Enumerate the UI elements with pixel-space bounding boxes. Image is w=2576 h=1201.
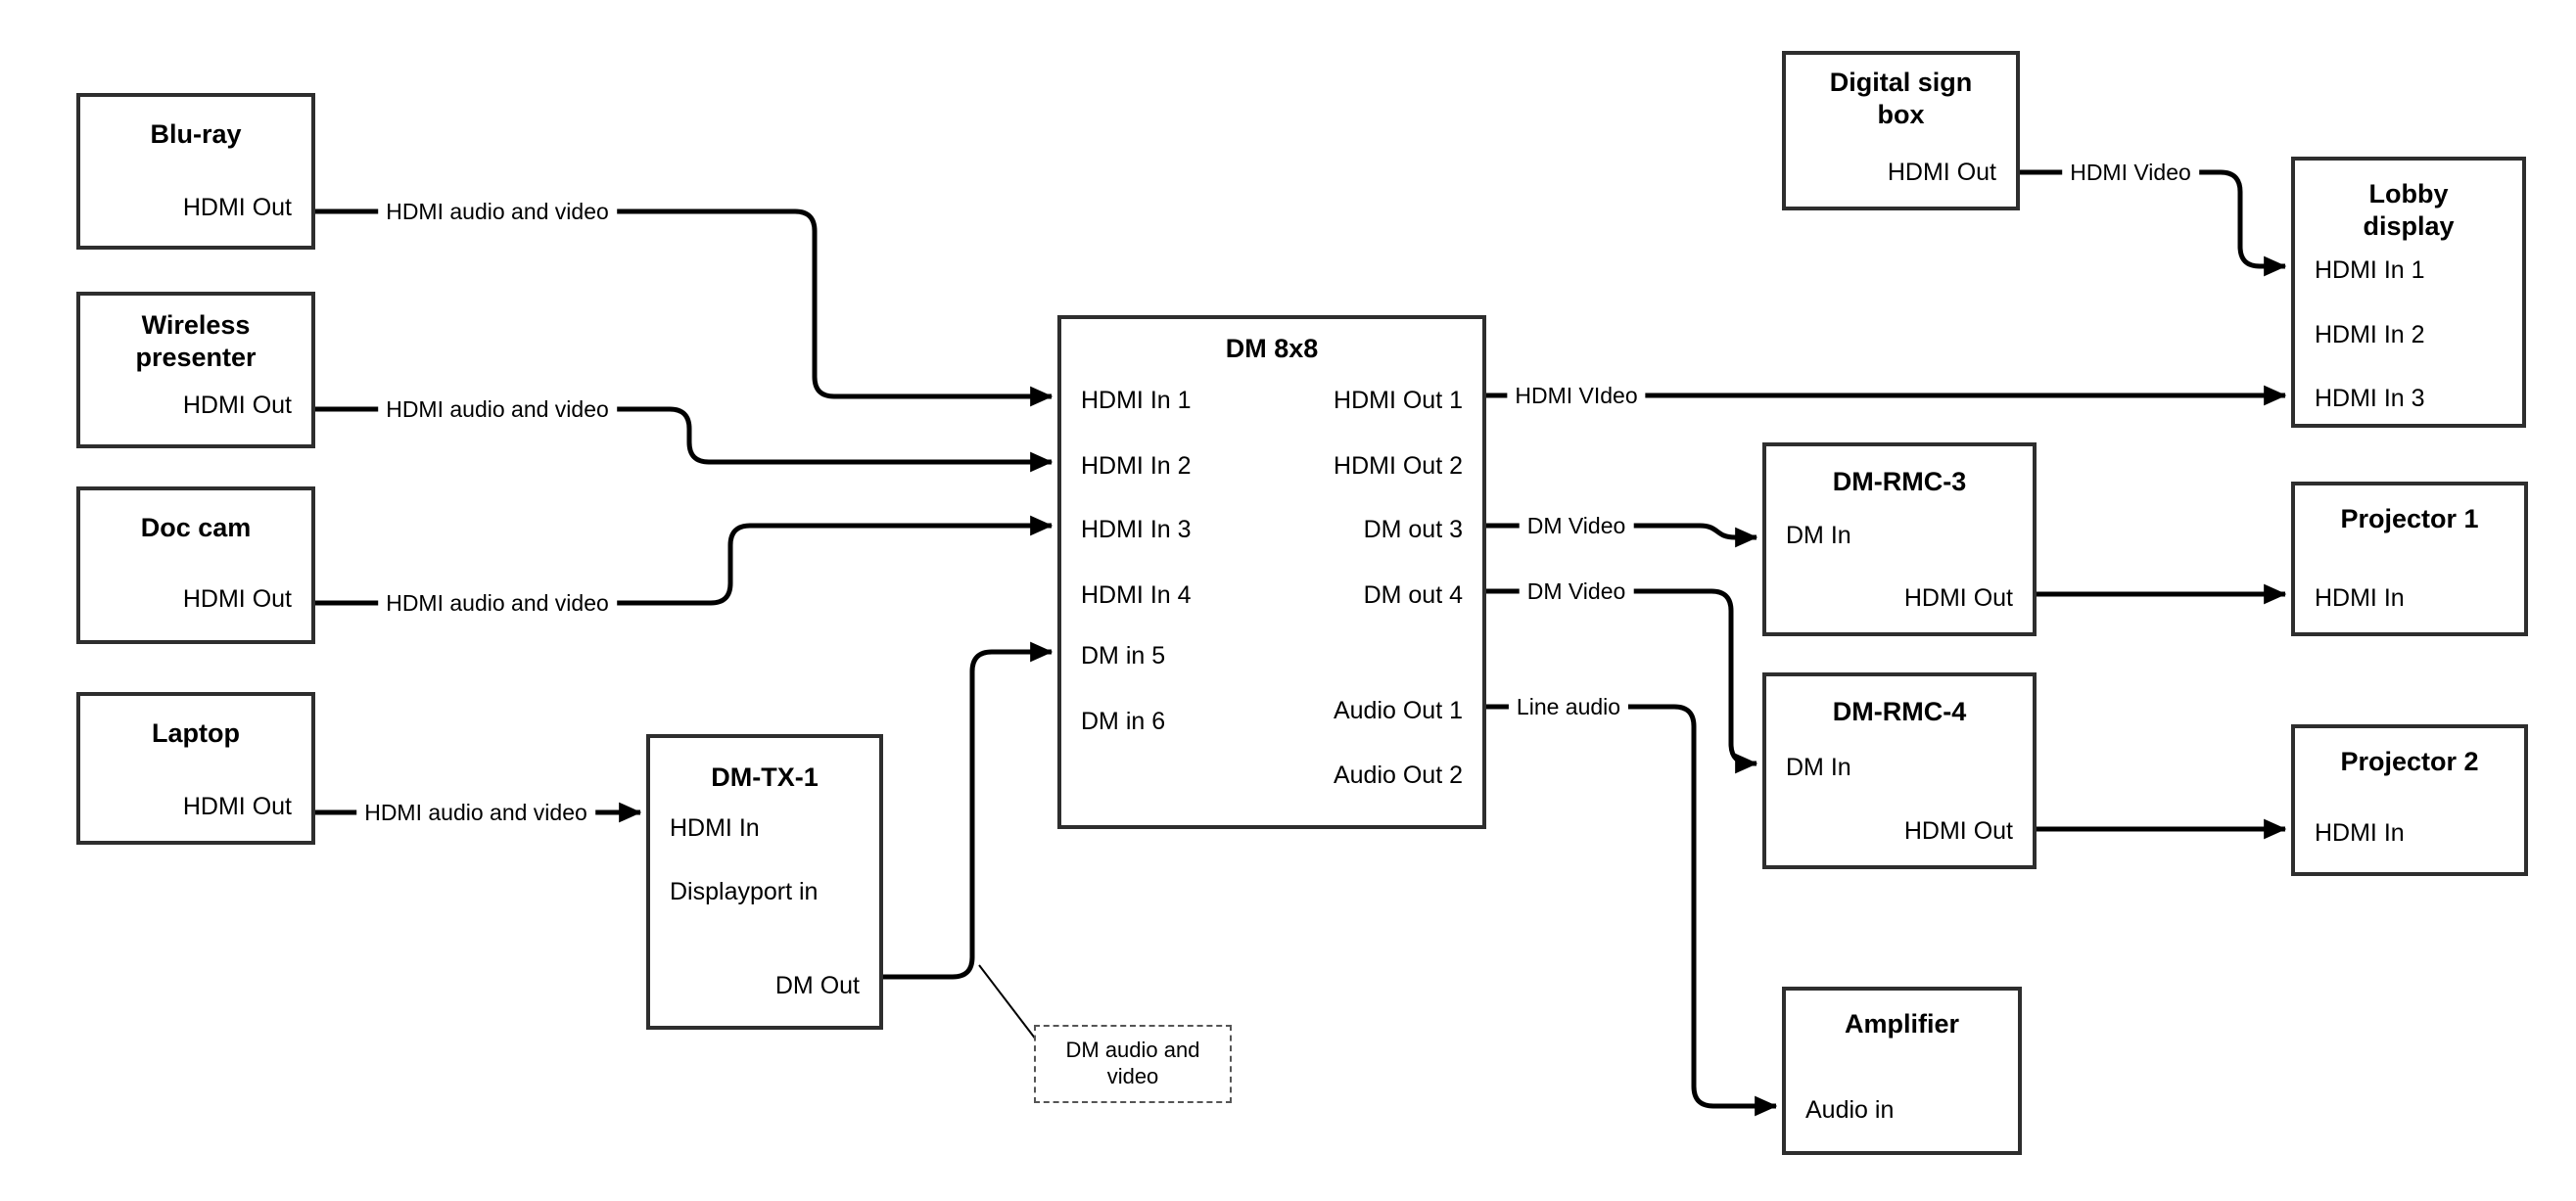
node-laptop: Laptop HDMI Out: [76, 692, 315, 845]
connector-dm8x8-audio1-to-amplifier: [1486, 704, 1778, 1117]
node-dm-rmc-4: DM-RMC-4 DM In HDMI Out: [1762, 672, 2037, 869]
port-hdmi-in-4: HDMI In 4: [1081, 581, 1192, 609]
node-title: Amplifier: [1844, 1009, 1960, 1039]
wire-label-line-audio: Line audio: [1508, 693, 1629, 720]
node-dm-8x8: DM 8x8 HDMI In 1 HDMI In 2 HDMI In 3 HDM…: [1057, 315, 1486, 829]
node-amplifier: Amplifier Audio in: [1782, 987, 2022, 1155]
port-hdmi-out-1: HDMI Out 1: [1334, 387, 1463, 414]
port-dm-in: DM In: [1786, 754, 1851, 781]
connector-dm8x8-out4-to-dmrmc4: [1486, 588, 1758, 774]
port-hdmi-in-3: HDMI In 3: [1081, 516, 1192, 543]
node-dm-rmc-3: DM-RMC-3 DM In HDMI Out: [1762, 442, 2037, 636]
port-hdmi-in: HDMI In: [2315, 584, 2405, 612]
connector-doccam-to-dm8x8-in3: [315, 515, 1054, 606]
port-hdmi-in-1: HDMI In 1: [2315, 256, 2425, 284]
port-audio-in: Audio in: [1805, 1096, 1895, 1124]
wire-label-hdmi-av-bluray: HDMI audio and video: [378, 198, 617, 225]
connector-dm8x8-out3-to-dmrmc3: [1486, 523, 1758, 548]
node-wireless-presenter: Wireless presenter HDMI Out: [76, 292, 315, 448]
port-hdmi-out: HDMI Out: [182, 585, 292, 613]
port-hdmi-out: HDMI Out: [1887, 159, 1996, 186]
node-title: Digital sign box: [1829, 68, 1973, 129]
port-hdmi-in: HDMI In: [670, 814, 760, 842]
wire-label-dm-video-out3: DM Video: [1519, 512, 1634, 539]
port-hdmi-in-2: HDMI In 2: [1081, 452, 1192, 480]
connector-bluray-to-dm8x8-in1: [315, 208, 1054, 407]
wire-label-hdmi-av-wireless: HDMI audio and video: [378, 395, 617, 423]
connector-wireless-to-dm8x8-in2: [315, 406, 1054, 473]
wire-label-hdmi-av-laptop: HDMI audio and video: [356, 799, 595, 826]
node-dm-tx-1: DM-TX-1 HDMI In Displayport in DM Out: [646, 734, 883, 1030]
port-dm-out: DM Out: [774, 972, 860, 999]
port-hdmi-in: HDMI In: [2315, 819, 2405, 847]
wire-label-hdmi-video-out1: HDMI VIdeo: [1507, 382, 1646, 409]
port-hdmi-out-2: HDMI Out 2: [1334, 452, 1463, 480]
node-title: Doc cam: [140, 513, 252, 542]
port-hdmi-in-1: HDMI In 1: [1081, 387, 1192, 414]
port-dm-in-5: DM in 5: [1081, 642, 1166, 670]
port-hdmi-out: HDMI Out: [182, 392, 292, 419]
connector-dmtx1-to-dm8x8-in5: [883, 641, 1054, 980]
callout-leader-line: [978, 964, 1037, 1040]
node-doc-cam: Doc cam HDMI Out: [76, 486, 315, 644]
port-hdmi-out: HDMI Out: [182, 793, 292, 820]
port-dm-out-3: DM out 3: [1363, 516, 1463, 543]
node-projector-2: Projector 2 HDMI In: [2291, 724, 2528, 876]
wire-label-hdmi-av-doccam: HDMI audio and video: [378, 589, 617, 617]
port-dm-out-4: DM out 4: [1363, 581, 1463, 609]
port-hdmi-out: HDMI Out: [1903, 584, 2013, 612]
node-title: DM-RMC-3: [1832, 467, 1967, 496]
node-title: Laptop: [152, 718, 240, 748]
port-hdmi-in-2: HDMI In 2: [2315, 321, 2425, 348]
port-hdmi-out: HDMI Out: [1903, 817, 2013, 845]
port-audio-out-2: Audio Out 2: [1333, 762, 1463, 789]
node-digital-sign-box: Digital sign box HDMI Out: [1782, 51, 2020, 210]
node-title: Blu-ray: [150, 119, 242, 149]
wire-label-hdmi-video-digitalsign: HDMI Video: [2062, 159, 2199, 186]
connector-digitalsign-to-lobby-in1: [2020, 169, 2287, 277]
port-displayport-in: Displayport in: [670, 878, 819, 905]
node-title: Lobby display: [2363, 179, 2455, 241]
node-projector-1: Projector 1 HDMI In: [2291, 482, 2528, 636]
port-hdmi-out: HDMI Out: [182, 194, 292, 221]
callout-dm-audio-and-video: DM audio and video: [1034, 1025, 1232, 1103]
port-dm-in: DM In: [1786, 522, 1851, 549]
node-title: Wireless presenter: [135, 310, 257, 372]
node-lobby-display: Lobby display HDMI In 1 HDMI In 2 HDMI I…: [2291, 157, 2526, 428]
node-title: Projector 2: [2340, 747, 2479, 776]
port-hdmi-in-3: HDMI In 3: [2315, 385, 2425, 412]
node-title: DM-RMC-4: [1832, 697, 1967, 726]
wire-label-dm-video-out4: DM Video: [1519, 577, 1634, 605]
node-title: DM 8x8: [1225, 334, 1319, 363]
port-audio-out-1: Audio Out 1: [1333, 697, 1463, 724]
port-dm-in-6: DM in 6: [1081, 708, 1166, 735]
node-title: Projector 1: [2340, 504, 2479, 533]
node-title: DM-TX-1: [711, 762, 819, 792]
node-blu-ray: Blu-ray HDMI Out: [76, 93, 315, 250]
